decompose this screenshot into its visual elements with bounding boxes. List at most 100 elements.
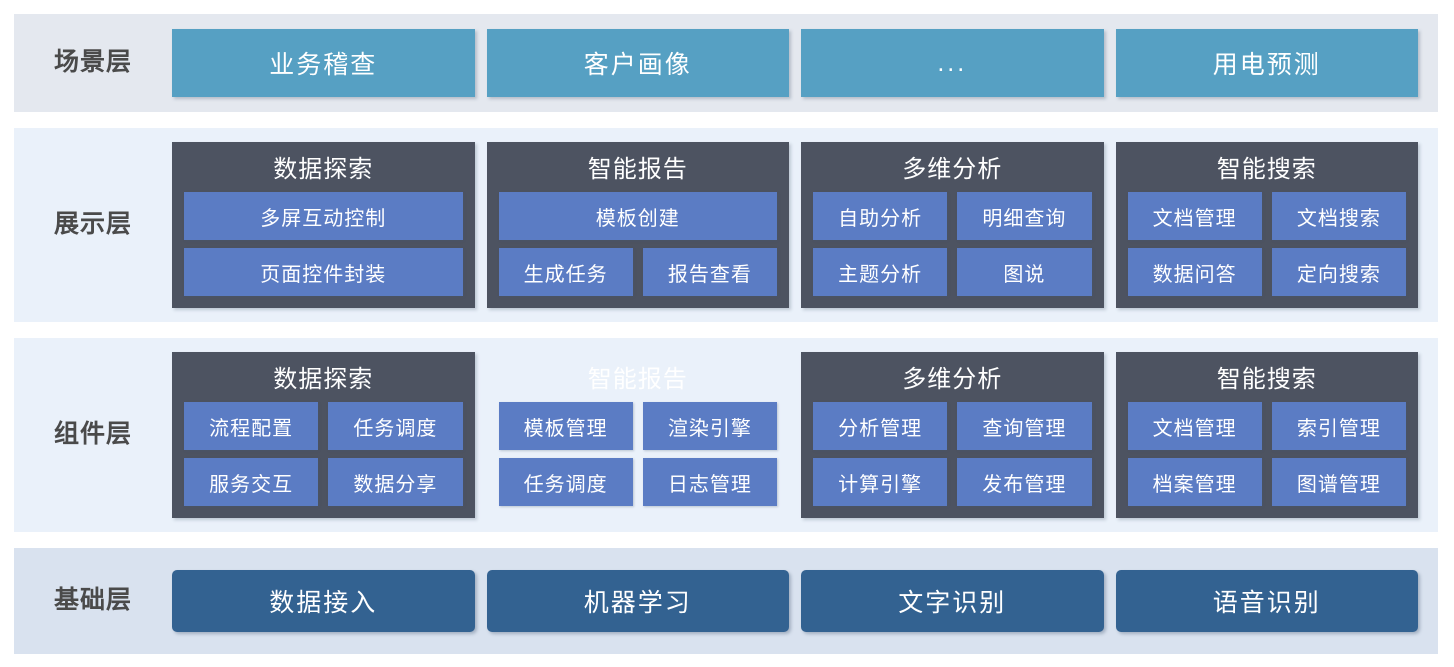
- tile-row: 页面控件封装: [184, 248, 463, 296]
- tile-graph-management[interactable]: 图谱管理: [1271, 458, 1406, 506]
- foundation-tile-speech-recognition[interactable]: 语音识别: [1115, 570, 1418, 632]
- card-body: 文档管理 文档搜索 数据问答 定向搜索: [1127, 192, 1406, 296]
- display-column-2: 智能报告 模板创建 生成任务 报告查看: [486, 128, 789, 322]
- tile-topic-analysis[interactable]: 主题分析: [813, 248, 948, 296]
- foundation-column-1: 数据接入: [172, 548, 475, 654]
- tile-row: 自助分析 明细查询: [813, 192, 1092, 240]
- display-column-4: 智能搜索 文档管理 文档搜索 数据问答 定向搜索: [1115, 128, 1418, 322]
- scene-tile-business-audit[interactable]: 业务稽查: [172, 29, 475, 97]
- foundation-tile-machine-learning[interactable]: 机器学习: [486, 570, 789, 632]
- scene-tile-power-forecast[interactable]: 用电预测: [1115, 29, 1418, 97]
- tile-row: 档案管理 图谱管理: [1127, 458, 1406, 506]
- layer-row-component: 组件层 数据探索 流程配置 任务调度 服务交互 数据分享: [14, 338, 1438, 532]
- tile-multiscreen-interaction-control[interactable]: 多屏互动控制: [184, 192, 463, 240]
- card-title: 多维分析: [902, 156, 1003, 183]
- tile-render-engine[interactable]: 渲染引擎: [642, 402, 777, 450]
- card-title: 智能搜索: [1216, 156, 1317, 183]
- tile-query-management[interactable]: 查询管理: [957, 402, 1092, 450]
- tile-self-service-analysis[interactable]: 自助分析: [813, 192, 948, 240]
- scene-column-4: 用电预测: [1115, 14, 1418, 112]
- layer-label-scene: 场景层: [53, 48, 132, 77]
- tile-archive-management[interactable]: 档案管理: [1127, 458, 1262, 506]
- tile-row: 文档管理 索引管理: [1127, 402, 1406, 450]
- layer-label-foundation: 基础层: [53, 586, 132, 615]
- tile-task-scheduling[interactable]: 任务调度: [328, 402, 463, 450]
- tile-row: 文档管理 文档搜索: [1127, 192, 1406, 240]
- card-body: 流程配置 任务调度 服务交互 数据分享: [184, 402, 463, 506]
- card-body: 自助分析 明细查询 主题分析 图说: [813, 192, 1092, 296]
- card-body: 模板管理 渲染引擎 任务调度 日志管理: [498, 402, 777, 506]
- layer-label-component: 组件层: [53, 420, 132, 449]
- layer-row-display: 展示层 数据探索 多屏互动控制 页面控件封装: [14, 128, 1438, 322]
- tile-row: 主题分析 图说: [813, 248, 1092, 296]
- scene-column-1: 业务稽查: [172, 14, 475, 112]
- foundation-column-2: 机器学习: [486, 548, 789, 654]
- card-component-smart-search[interactable]: 智能搜索 文档管理 索引管理 档案管理 图谱管理: [1115, 352, 1418, 518]
- tile-publish-management[interactable]: 发布管理: [957, 458, 1092, 506]
- tile-analysis-management[interactable]: 分析管理: [813, 402, 948, 450]
- card-body: 多屏互动控制 页面控件封装: [184, 192, 463, 296]
- tile-index-management[interactable]: 索引管理: [1271, 402, 1406, 450]
- component-column-3: 多维分析 分析管理 查询管理 计算引擎 发布管理: [801, 338, 1104, 532]
- layer-foundation-columns: 数据接入 机器学习 文字识别 语音识别: [172, 548, 1438, 654]
- foundation-tile-text-recognition[interactable]: 文字识别: [801, 570, 1104, 632]
- tile-row: 多屏互动控制: [184, 192, 463, 240]
- tile-template-management[interactable]: 模板管理: [498, 402, 633, 450]
- card-component-smart-report[interactable]: 智能报告 模板管理 渲染引擎 任务调度 日志管理: [487, 352, 790, 518]
- tile-chart-narration[interactable]: 图说: [957, 248, 1092, 296]
- tile-document-search[interactable]: 文档搜索: [1271, 192, 1406, 240]
- card-title: 数据探索: [273, 366, 374, 393]
- component-column-4: 智能搜索 文档管理 索引管理 档案管理 图谱管理: [1115, 338, 1418, 532]
- component-column-1: 数据探索 流程配置 任务调度 服务交互 数据分享: [172, 338, 475, 532]
- tile-task-scheduling[interactable]: 任务调度: [498, 458, 633, 506]
- tile-template-creation[interactable]: 模板创建: [498, 192, 777, 240]
- scene-tile-more-ellipsis[interactable]: ...: [801, 29, 1104, 97]
- tile-row: 计算引擎 发布管理: [813, 458, 1092, 506]
- card-display-smart-report[interactable]: 智能报告 模板创建 生成任务 报告查看: [486, 142, 789, 308]
- tile-service-interaction[interactable]: 服务交互: [184, 458, 319, 506]
- tile-log-management[interactable]: 日志管理: [642, 458, 777, 506]
- tile-row: 生成任务 报告查看: [498, 248, 777, 296]
- tile-detail-query[interactable]: 明细查询: [957, 192, 1092, 240]
- tile-row: 模板管理 渲染引擎: [498, 402, 777, 450]
- tile-row: 模板创建: [498, 192, 777, 240]
- tile-process-configuration[interactable]: 流程配置: [184, 402, 319, 450]
- scene-tile-customer-profile[interactable]: 客户画像: [486, 29, 789, 97]
- foundation-column-4: 语音识别: [1115, 548, 1418, 654]
- tile-page-widget-packaging[interactable]: 页面控件封装: [184, 248, 463, 296]
- display-column-3: 多维分析 自助分析 明细查询 主题分析 图说: [801, 128, 1104, 322]
- card-body: 分析管理 查询管理 计算引擎 发布管理: [813, 402, 1092, 506]
- card-component-multidim-analysis[interactable]: 多维分析 分析管理 查询管理 计算引擎 发布管理: [801, 352, 1104, 518]
- tile-row: 流程配置 任务调度: [184, 402, 463, 450]
- tile-data-qa[interactable]: 数据问答: [1127, 248, 1262, 296]
- tile-targeted-search[interactable]: 定向搜索: [1271, 248, 1406, 296]
- display-column-1: 数据探索 多屏互动控制 页面控件封装: [172, 128, 475, 322]
- tile-document-management[interactable]: 文档管理: [1127, 402, 1262, 450]
- layer-component-columns: 数据探索 流程配置 任务调度 服务交互 数据分享 智能: [172, 338, 1438, 532]
- card-title: 智能报告: [587, 156, 688, 183]
- layer-label-display: 展示层: [53, 210, 132, 239]
- card-body: 文档管理 索引管理 档案管理 图谱管理: [1127, 402, 1406, 506]
- card-title: 多维分析: [902, 366, 1003, 393]
- layer-scene-columns: 业务稽查 客户画像 ... 用电预测: [172, 14, 1438, 112]
- tile-row: 数据问答 定向搜索: [1127, 248, 1406, 296]
- tile-generate-task[interactable]: 生成任务: [498, 248, 633, 296]
- tile-report-view[interactable]: 报告查看: [642, 248, 777, 296]
- layer-row-scene: 场景层 业务稽查 客户画像 ... 用电预测: [14, 14, 1438, 112]
- card-display-multidim-analysis[interactable]: 多维分析 自助分析 明细查询 主题分析 图说: [801, 142, 1104, 308]
- foundation-tile-data-ingestion[interactable]: 数据接入: [172, 570, 475, 632]
- layer-display-columns: 数据探索 多屏互动控制 页面控件封装 智能报告: [172, 128, 1438, 322]
- card-title: 智能搜索: [1216, 366, 1317, 393]
- tile-data-sharing[interactable]: 数据分享: [328, 458, 463, 506]
- layer-row-foundation: 基础层 数据接入 机器学习 文字识别 语音识别: [14, 548, 1438, 654]
- scene-column-3: ...: [801, 14, 1104, 112]
- card-display-data-exploration[interactable]: 数据探索 多屏互动控制 页面控件封装: [172, 142, 475, 308]
- tile-row: 服务交互 数据分享: [184, 458, 463, 506]
- card-body: 模板创建 生成任务 报告查看: [498, 192, 777, 296]
- tile-compute-engine[interactable]: 计算引擎: [813, 458, 948, 506]
- tile-document-management[interactable]: 文档管理: [1127, 192, 1262, 240]
- card-display-smart-search[interactable]: 智能搜索 文档管理 文档搜索 数据问答 定向搜索: [1115, 142, 1418, 308]
- card-component-data-exploration[interactable]: 数据探索 流程配置 任务调度 服务交互 数据分享: [172, 352, 475, 518]
- tile-row: 任务调度 日志管理: [498, 458, 777, 506]
